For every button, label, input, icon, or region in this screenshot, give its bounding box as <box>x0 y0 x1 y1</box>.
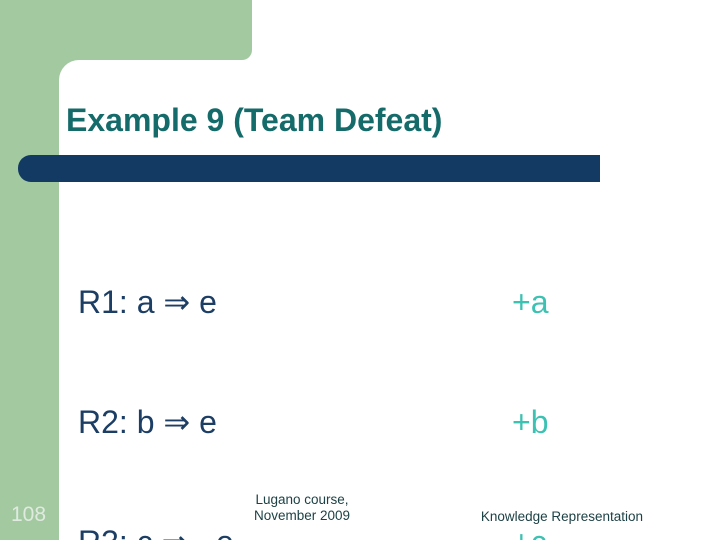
derivation-label: +b <box>512 404 549 440</box>
footer-course-line1: Lugano course, <box>255 492 349 507</box>
derivation-label: +c <box>512 522 548 540</box>
green-sidebar <box>0 0 59 540</box>
content-card <box>59 60 720 540</box>
rule-line: R2: b ⇒ e <box>78 404 217 440</box>
derivation-labels: +a +b +c +d +e <box>512 202 548 540</box>
footer-course-info: Lugano course, November 2009 <box>202 492 402 523</box>
green-top-band <box>0 0 252 60</box>
derivation-label: +a <box>512 284 549 320</box>
footer-course-line2: November 2009 <box>253 507 351 523</box>
rules-list: R1: a ⇒ e R2: b ⇒ e R3: c ⇒ ¬e R4: d ⇒ ¬… <box>78 202 236 540</box>
title-underline-bar <box>18 155 600 182</box>
page-number: 108 <box>11 503 47 526</box>
footer-course-title: Knowledge Representation <box>480 509 643 524</box>
rule-line: R1: a ⇒ e <box>78 284 217 320</box>
rule-line: R3: c ⇒ ¬e <box>78 522 236 540</box>
slide-title: Example 9 (Team Defeat) <box>66 102 443 138</box>
